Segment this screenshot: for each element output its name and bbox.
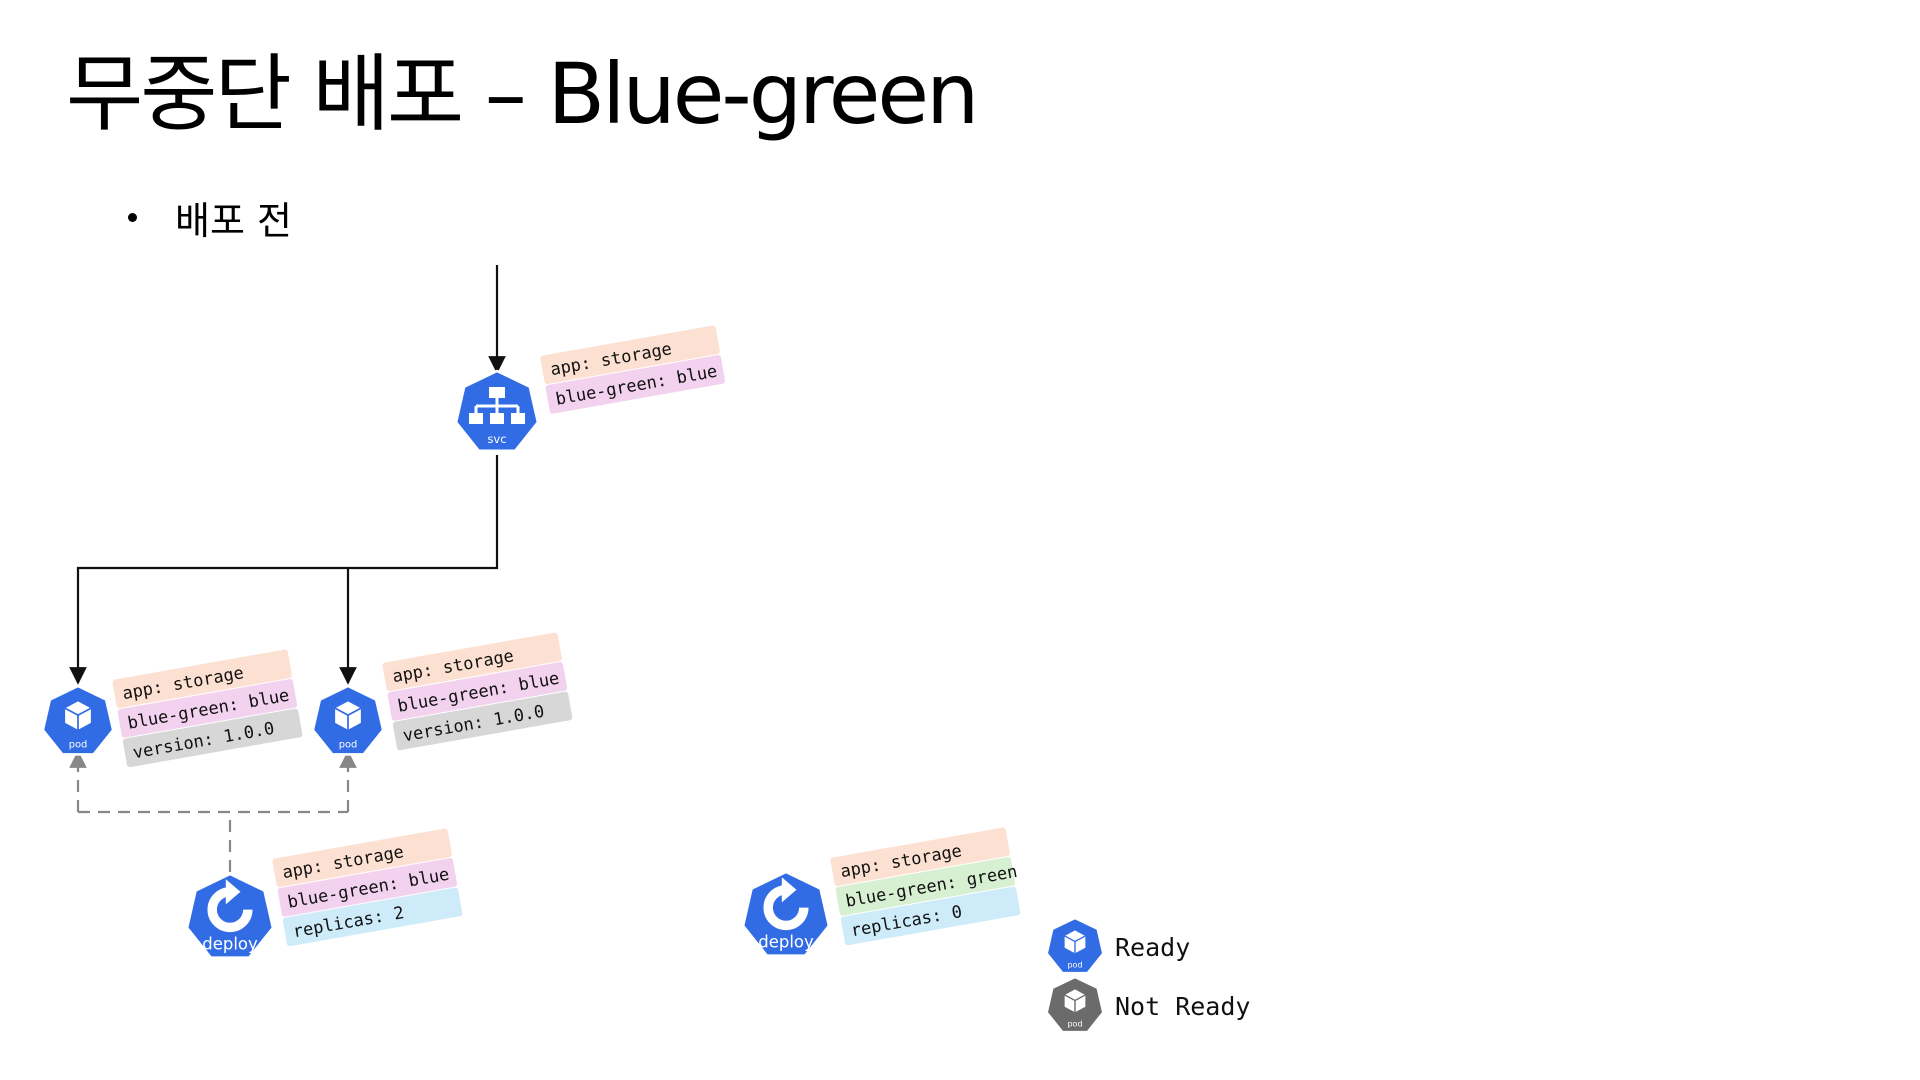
label-tag [382,632,562,692]
kubernetes-pod-icon: pod [41,684,115,756]
legend-label: Not Ready [1115,992,1250,1021]
icon-caption: deploy [758,932,814,951]
kubernetes-pod-icon: pod [1045,916,1105,975]
legend-item: pod Not Ready [1045,975,1250,1034]
kubernetes-pod-icon: pod [1045,975,1105,1034]
kubernetes-deploy-icon: deploy [185,872,275,959]
rotate-glyph [207,887,253,933]
bullet-text: 배포 전 [175,199,292,243]
service-to-pods-connector [69,455,499,685]
icon-caption: pod [1067,1020,1082,1029]
label-tag [282,887,463,947]
kubernetes-deploy-icon: deploy [741,870,831,957]
legend-label: Ready [1115,933,1190,962]
kubernetes-pod-icon: pod [311,684,385,756]
label-tag [392,691,573,751]
label-tag [277,858,458,917]
deploy-to-pods-dashed-connector [76,752,350,872]
label-tag [545,355,726,414]
label-tag [835,857,1016,916]
icon-caption: svc [487,432,506,446]
icon-caption: pod [339,740,358,751]
kubernetes-service-icon: svc [454,369,540,453]
rotate-glyph [763,885,809,931]
network-glyph [489,387,505,398]
icon-caption: pod [69,740,88,751]
label-tag [540,325,720,385]
icon-caption: deploy [202,934,258,953]
bullet-item: 배포 전 [128,190,292,245]
label-tag [830,827,1010,887]
legend-item: pod Ready [1045,916,1190,975]
label-tag [117,679,298,738]
label-tag [112,649,292,709]
bullet-dot [128,213,137,222]
icon-caption: pod [1067,961,1082,970]
label-tag [387,662,568,721]
label-tag [840,886,1021,946]
slide-title: 무중단 배포 – Blue-green [66,45,979,143]
label-tag [272,828,452,888]
label-tag [122,708,303,768]
